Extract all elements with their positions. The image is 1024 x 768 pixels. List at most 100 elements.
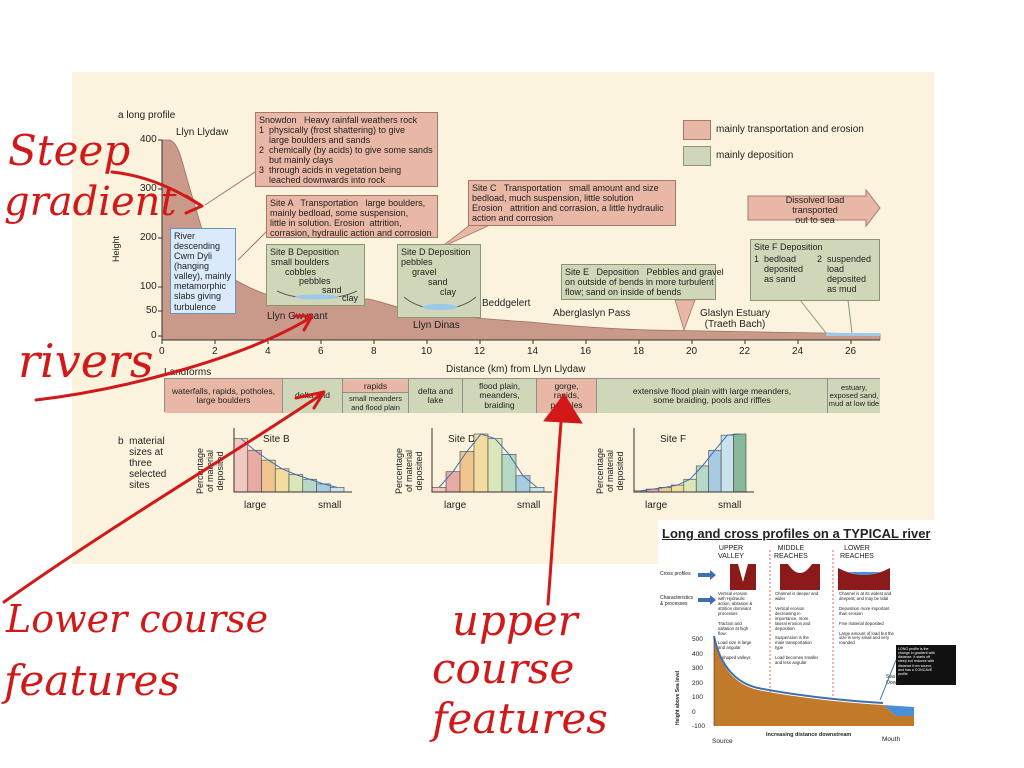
section-a-label: a long profile (118, 110, 176, 121)
inset-row-cross: Cross profiles (660, 571, 691, 577)
annotation-gradient: gradient (4, 179, 177, 225)
hist-d-axes (431, 428, 552, 493)
inset-svg (698, 550, 914, 726)
hist-b-small: small (318, 500, 342, 511)
estuary-water (826, 333, 880, 336)
x-tick-label: 24 (792, 346, 804, 357)
site-b-title: Site B Deposition (270, 247, 340, 257)
inset-middle-text: Channel is deeper and wider Vertical ero… (775, 591, 819, 666)
inset-y-tick: 100 (692, 694, 703, 701)
annotation-upper: upper (452, 596, 578, 645)
x-tick-label: 22 (739, 346, 751, 357)
landforms-strip: waterfalls, rapids, potholes, large boul… (164, 378, 880, 413)
legend-pink-swatch (683, 120, 711, 140)
site-d-item: gravel (412, 267, 437, 277)
y-tick-100: 100 (140, 281, 157, 292)
hist-f-axes (633, 428, 754, 493)
hist-f-large: large (645, 500, 668, 511)
annotation-course: course (432, 644, 575, 693)
x-tick-label: 0 (159, 346, 165, 357)
x-tick-label: 14 (527, 346, 539, 357)
inset-profile-fill (714, 638, 914, 726)
annotation-features: features (432, 694, 608, 743)
hist-b-title: Site B (263, 434, 290, 445)
y-tick-400: 400 (140, 134, 157, 145)
legend-green-swatch (683, 146, 711, 166)
x-tick-label: 10 (421, 346, 433, 357)
hist-f-small: small (718, 500, 742, 511)
inset-callout: LONG profile is the change in gradient w… (896, 645, 956, 685)
x-tick-label: 16 (580, 346, 592, 357)
landform-gorge: gorge, rapids, potholes (537, 379, 597, 413)
site-e-box: Site E Deposition Pebbles and gravel on … (561, 264, 724, 300)
x-tick-label: 18 (633, 346, 645, 357)
inset-y-tick: 300 (692, 665, 703, 672)
annotation-lower-course: Lower course (6, 597, 269, 641)
inset-mouth: Mouth (882, 736, 901, 743)
landform-rapids-meanders: rapids small meanders and flood plain (343, 379, 409, 413)
arrow-lower (2, 392, 324, 604)
inset-cross-lower (838, 568, 890, 590)
landform-extensive-flood-plain: extensive flood plain with large meander… (597, 379, 828, 413)
dissolved-load-label: Dissolved load transported out to sea (785, 195, 845, 225)
x-tick-label: 6 (318, 346, 324, 357)
place-beddgelert: Beddgelert (482, 298, 531, 309)
inset-lower-heading: LOWER REACHES (840, 545, 874, 561)
landform-estuary: estuary, exposed sand, mud at low tide (828, 379, 880, 413)
hist-f-title: Site F (660, 434, 687, 445)
inset-cross-upper (730, 564, 756, 590)
site-b-item: cobbles (285, 267, 317, 277)
site-d-box: Site D Deposition pebbles gravel sand cl… (397, 244, 481, 318)
site-c-callout: Site C Transportation small amount and s… (468, 180, 676, 226)
site-b-item: pebbles (299, 276, 331, 286)
site-d-item: pebbles (401, 257, 433, 267)
site-d-item: clay (440, 287, 457, 297)
x-tick-label: 2 (212, 346, 218, 357)
arrow-rivers (34, 316, 312, 402)
site-d-item: sand (428, 277, 448, 287)
inset-sea: Sea or Ocean (886, 674, 901, 686)
inset-upper-heading: UPPER VALLEY (718, 545, 744, 561)
x-tick-label: 20 (686, 346, 698, 357)
inset-profile-line (713, 635, 884, 704)
place-aberglaslyn: Aberglaslyn Pass (553, 308, 631, 319)
inset-y-tick: 500 (692, 636, 703, 643)
inset-y-tick: 400 (692, 650, 703, 658)
hist-f-curve (640, 433, 740, 492)
inset-x-label: Increasing distance downstream (766, 732, 852, 738)
hist-d-curve (438, 433, 538, 488)
x-tick-label: 26 (845, 346, 857, 357)
river-descending-box: River descending Cwm Dyli (hanging valle… (170, 228, 236, 314)
place-llyn-llydaw: Llyn Llydaw (176, 127, 229, 138)
inset-y-tick: 0 (692, 708, 696, 716)
x-tick-label: 12 (474, 346, 486, 357)
legend-green-label: mainly deposition (716, 150, 794, 161)
inset-y-tick: -100 (692, 723, 706, 730)
site-f-title: Site F Deposition (754, 242, 823, 252)
landform-rapids: rapids (343, 380, 408, 394)
arrowhead-rivers (292, 314, 314, 332)
section-b-label: b material sizes at three selected sites (118, 436, 167, 491)
x-tick-label: 4 (265, 346, 271, 357)
inset-middle-heading: MIDDLE REACHES (774, 545, 808, 561)
x-tick-label: 8 (371, 346, 377, 357)
y-axis-ticks (158, 139, 162, 337)
arrow-upper (546, 408, 564, 606)
y-tick-0: 0 (151, 330, 157, 341)
landform-delta-lake: delta and lake (409, 379, 463, 413)
hist-b-axes (233, 428, 352, 493)
inset-lower-text: Channel is at its widest and deepest, an… (839, 591, 894, 646)
inset-cross-middle (780, 564, 820, 590)
arrowhead-lower (294, 390, 326, 410)
y-tick-300: 300 (140, 183, 157, 194)
hist-d-small: small (517, 500, 541, 511)
place-llyn-dinas: Llyn Dinas (413, 320, 460, 331)
landform-upper: waterfalls, rapids, potholes, large boul… (165, 379, 283, 413)
hist-b-large: large (244, 500, 267, 511)
site-f-sand: 1 bedload deposited as sand (754, 254, 804, 285)
annotation-steep: Steep (8, 126, 131, 175)
site-d-title: Site D Deposition (401, 247, 471, 257)
site-b-item: sand (322, 285, 342, 295)
